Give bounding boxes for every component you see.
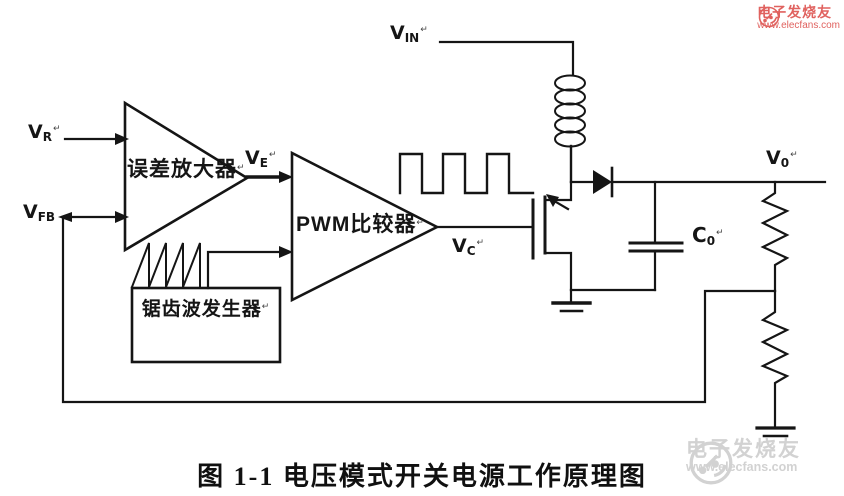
return-mark: ↵ — [237, 162, 246, 172]
resistor-divider — [755, 180, 796, 438]
elecfans-logo-icon — [758, 6, 780, 28]
return-mark: ↵ — [261, 301, 271, 311]
sawtooth-generator-block — [130, 242, 293, 364]
label-vin: VIN↵ — [390, 22, 428, 45]
return-mark: ↵ — [416, 217, 425, 227]
ground-symbol-left — [551, 288, 592, 313]
mosfet-symbol — [531, 180, 573, 292]
pwm-comparator-symbol — [290, 150, 440, 303]
label-vo: V0↵ — [766, 147, 798, 170]
label-sawtooth-generator: 锯齿波发生器↵ — [141, 299, 271, 320]
resistor-upper — [760, 180, 790, 293]
return-mark: ↵ — [476, 238, 485, 248]
watermark-url: www.elecfans.com — [757, 20, 840, 32]
label-vr: VR↵ — [28, 121, 61, 144]
figure-caption: 图 1-1 电压模式开关电源工作原理图 — [197, 462, 647, 491]
resistor-lower — [760, 289, 790, 429]
return-mark: ↵ — [790, 150, 798, 160]
label-pwm-comparator: PWM比较器↵ — [296, 213, 425, 236]
return-mark: ↵ — [716, 228, 724, 238]
return-mark: ↵ — [268, 150, 277, 160]
sawtooth-waveform — [130, 242, 201, 289]
vin-wire — [438, 40, 575, 77]
inductor-symbol — [554, 74, 586, 184]
label-error-amplifier: 误差放大器↵ — [127, 158, 246, 181]
watermark-bottom-right: 电子发烧友 www.elecfans.com — [686, 438, 801, 485]
pwm-square-waveform — [398, 152, 535, 195]
diode-symbol — [569, 166, 827, 198]
return-mark: ↵ — [52, 124, 61, 134]
error-amplifier-symbol — [58, 100, 250, 253]
return-mark: ↵ — [420, 25, 428, 35]
capacitor-symbol — [569, 180, 684, 292]
elecfans-logo-icon — [689, 441, 733, 485]
label-vfb: VFB — [23, 201, 56, 224]
label-ve: VE↵ — [245, 147, 277, 170]
ve-wire — [245, 171, 293, 183]
watermark-brand: 电子发烧友 — [757, 4, 833, 20]
label-co: C0↵ — [692, 223, 724, 248]
feedback-wire — [61, 215, 777, 404]
label-vc: VC↵ — [452, 235, 485, 258]
watermark-top-right: 电子发烧友 www.elecfans.com — [757, 4, 840, 32]
